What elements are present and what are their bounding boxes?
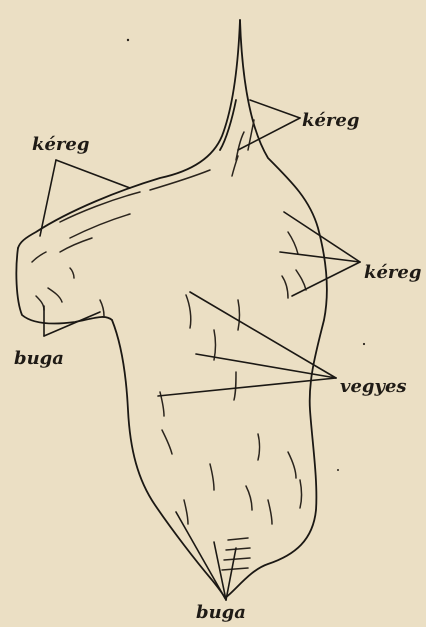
label-buga-left: buga <box>14 348 64 369</box>
label-kereg-right: kéreg <box>364 262 421 283</box>
label-kereg-left: kéreg <box>32 134 89 155</box>
paper-speck <box>127 39 129 41</box>
paper-speck <box>337 469 339 471</box>
label-kereg-top: kéreg <box>302 110 359 131</box>
label-vegyes: vegyes <box>340 376 407 397</box>
label-buga-bottom: buga <box>196 602 246 623</box>
paper-speck <box>363 343 365 345</box>
